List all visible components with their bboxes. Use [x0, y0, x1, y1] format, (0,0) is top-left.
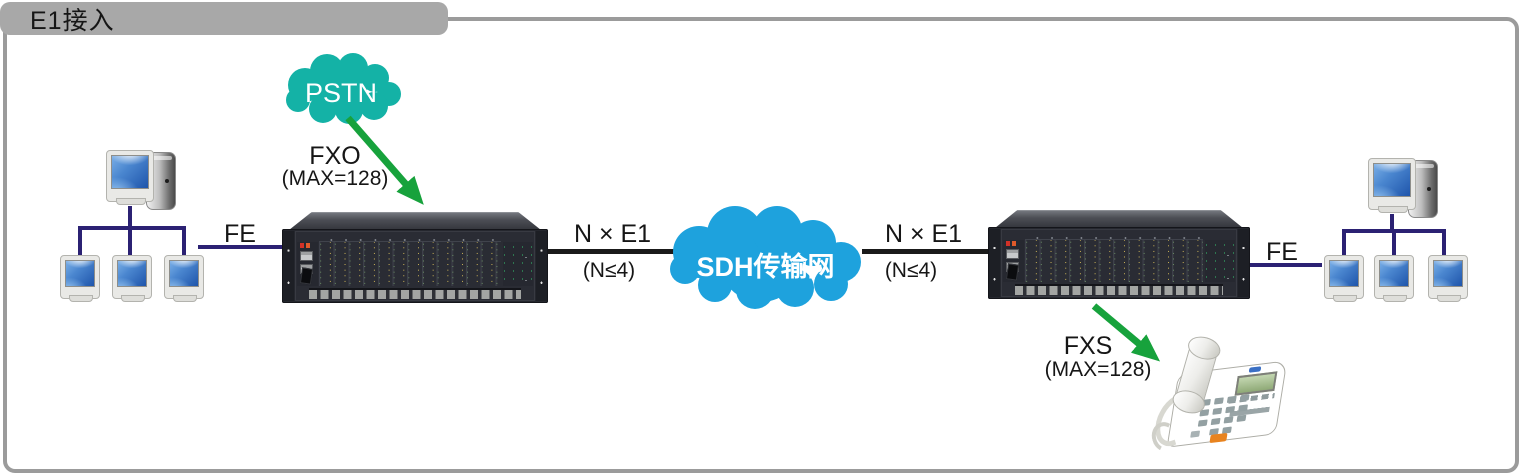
status-led-icon — [306, 243, 310, 248]
phone-orange-button — [1209, 432, 1228, 444]
e1-line-right — [862, 249, 990, 254]
server-monitor-icon — [1368, 158, 1416, 213]
rack-ear-icon — [536, 231, 547, 301]
ne1-label-left: N × E1 — [573, 220, 652, 248]
monitor-screen — [111, 155, 149, 189]
ne1-limit-left: (N≤4) — [582, 259, 636, 282]
rack-ear-icon — [283, 231, 294, 301]
device-control-module — [297, 242, 318, 286]
device-slot-screws — [319, 231, 501, 242]
server-monitor-icon — [106, 150, 154, 205]
rack-ear-icon — [1238, 229, 1249, 297]
workstation-icon — [60, 255, 100, 302]
ne1-label-right: N × E1 — [884, 220, 963, 248]
device-front-panel — [282, 229, 548, 303]
multiplexer-right — [988, 210, 1250, 299]
lan-drop-line — [78, 226, 82, 257]
sdh-cloud-label: SDH传输网 — [696, 252, 835, 282]
fe-label-left: FE — [224, 220, 256, 248]
device-top-panel — [289, 212, 541, 230]
lan-tree-trunk-line — [1390, 214, 1394, 232]
device-control-module — [1003, 240, 1024, 282]
workstation-icon — [1374, 255, 1414, 302]
device-slot-screws — [1025, 229, 1203, 240]
e1-line-left — [548, 249, 676, 254]
rack-ear-icon — [989, 229, 1000, 297]
fxo-capacity-label: (MAX=128) — [281, 167, 389, 190]
device-top-panel — [995, 210, 1243, 228]
lan-drop-line — [1442, 229, 1446, 257]
workstation-icon — [1428, 255, 1468, 302]
ne1-limit-right: (N≤4) — [884, 259, 938, 282]
status-led-icon — [1012, 241, 1016, 246]
workstation-icon — [1324, 255, 1364, 302]
diagram-title: E1接入 — [30, 6, 115, 35]
fe-line-left — [198, 245, 290, 249]
fe-line-right — [1248, 263, 1322, 267]
fe-label-right: FE — [1266, 238, 1298, 266]
workstation-icon — [112, 255, 152, 302]
device-port-row — [1015, 284, 1223, 295]
sdh-cloud-icon — [670, 206, 861, 309]
multiplexer-left — [282, 212, 548, 303]
pstn-cloud-label: PSTN — [304, 78, 377, 108]
fxs-label: FXS — [1063, 332, 1113, 360]
fxs-capacity-label: (MAX=128) — [1044, 358, 1152, 381]
device-line-cards — [1025, 240, 1203, 282]
connector-icon — [299, 267, 314, 285]
status-led-icon — [300, 243, 304, 248]
diagram-title-tab: E1接入 — [0, 2, 448, 35]
fxo-arrow-icon — [345, 115, 424, 205]
lan-drop-line — [1392, 229, 1396, 257]
ethernet-port-icon — [300, 251, 313, 261]
fxs-arrow-icon — [1091, 303, 1161, 362]
workstation-icon — [164, 255, 204, 302]
ethernet-port-icon — [1006, 249, 1019, 259]
status-led-icon — [1006, 241, 1010, 246]
fxo-label: FXO — [309, 142, 361, 170]
diagram-frame — [3, 17, 1519, 473]
device-line-cards — [319, 242, 501, 286]
pstn-cloud-icon — [286, 53, 401, 124]
lan-tree-trunk-line — [128, 206, 132, 230]
lan-drop-line — [128, 226, 132, 257]
lan-tree-branch-line — [78, 226, 186, 230]
connector-icon — [1005, 263, 1020, 281]
monitor-screen — [1373, 163, 1411, 197]
lan-drop-line — [1342, 229, 1346, 257]
device-uplink-module — [503, 242, 533, 286]
lan-drop-line — [182, 226, 186, 257]
device-port-row — [309, 288, 521, 299]
device-uplink-module — [1205, 240, 1235, 282]
device-front-panel — [988, 227, 1250, 299]
